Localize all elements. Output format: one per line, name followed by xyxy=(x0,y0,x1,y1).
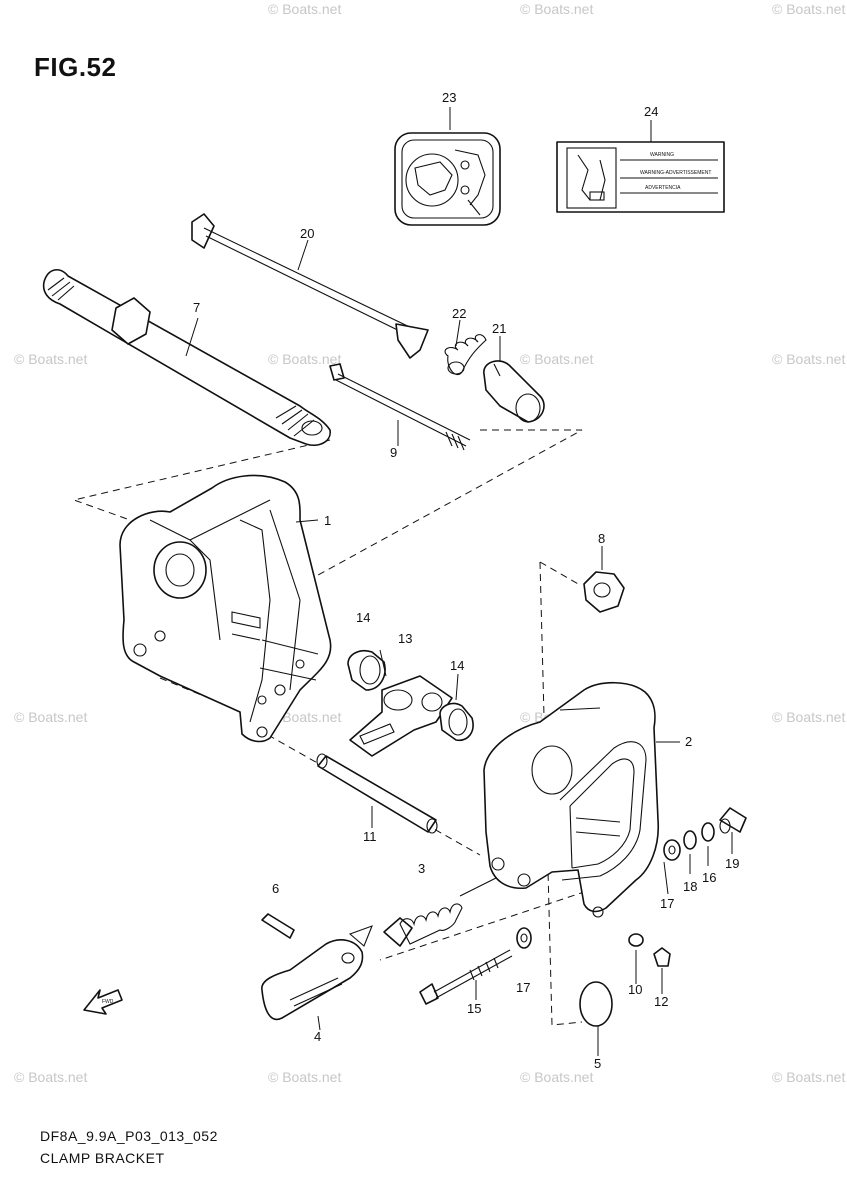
part-1-clamp-bracket-left xyxy=(119,474,332,743)
watermark: © Boats.net xyxy=(14,1069,87,1085)
part-14-bushing-lower xyxy=(439,702,474,742)
label-24-line: WARNING-ADVERTISSEMENT xyxy=(640,170,711,176)
part-4-lever xyxy=(261,925,373,1021)
part-20-rod xyxy=(191,213,429,359)
watermark: © Boats.net xyxy=(772,709,845,725)
part-10-washer xyxy=(628,933,644,947)
callout-2: 2 xyxy=(685,734,692,749)
watermark: © Boats.net xyxy=(772,1,845,17)
part-24-warning-label: WARNING WARNING-ADVERTISSEMENT ADVERTENC… xyxy=(556,141,725,213)
callout-6: 6 xyxy=(272,881,279,896)
callout-7: 7 xyxy=(193,300,200,315)
watermark: © Boats.net xyxy=(772,351,845,367)
part-16-nut xyxy=(701,822,715,842)
callout-24: 24 xyxy=(644,104,658,119)
forward-arrow-icon: FWD xyxy=(83,989,123,1015)
callout-10: 10 xyxy=(628,982,642,997)
callout-1: 1 xyxy=(324,513,331,528)
watermark: © Boats.net xyxy=(14,709,87,725)
callout-14-lower: 14 xyxy=(450,658,464,673)
callout-17-upper: 17 xyxy=(660,896,674,911)
part-2-clamp-bracket-right xyxy=(483,681,660,918)
part-19-sleeve xyxy=(719,807,747,834)
fwd-arrow-text: FWD xyxy=(102,999,114,1005)
part-22-spring xyxy=(444,334,487,376)
watermark: © Boats.net xyxy=(520,1069,593,1085)
callout-14-upper: 14 xyxy=(356,610,370,625)
part-18-washer xyxy=(683,830,697,850)
watermark: © Boats.net xyxy=(268,351,341,367)
part-3-adjust-bolt xyxy=(383,877,497,947)
part-17-washer-lower xyxy=(516,927,532,949)
watermark-layer: © Boats.net © Boats.net © Boats.net © Bo… xyxy=(14,1,845,1085)
callout-18: 18 xyxy=(683,879,697,894)
watermark: © Boats.net xyxy=(772,1069,845,1085)
part-7-shaft xyxy=(42,269,331,446)
part-23-decal xyxy=(394,132,501,226)
callout-11: 11 xyxy=(363,829,377,844)
part-8-nut xyxy=(583,571,625,613)
part-17-washer-upper xyxy=(663,839,681,861)
part-6-pin xyxy=(261,913,295,939)
watermark: © Boats.net xyxy=(14,351,87,367)
part-12-nut xyxy=(653,947,671,967)
callout-19: 19 xyxy=(725,856,739,871)
part-14-bushing-upper xyxy=(347,649,386,691)
callout-20: 20 xyxy=(300,226,314,241)
leader-lines xyxy=(185,107,733,1056)
figure-code: DF8A_9.9A_P03_013_052 xyxy=(40,1128,218,1144)
callout-17-lower: 17 xyxy=(516,980,530,995)
watermark: © Boats.net xyxy=(520,351,593,367)
callout-23: 23 xyxy=(442,90,456,105)
callout-labels: 23 24 20 7 22 21 9 1 8 14 13 14 2 11 3 1… xyxy=(193,90,739,1071)
callout-16: 16 xyxy=(702,870,716,885)
callout-12: 12 xyxy=(654,994,668,1009)
watermark: © Boats.net xyxy=(268,1,341,17)
callout-9: 9 xyxy=(390,445,397,460)
callout-15: 15 xyxy=(467,1001,481,1016)
part-21-collar xyxy=(483,360,545,423)
callout-8: 8 xyxy=(598,531,605,546)
part-15-bolt xyxy=(419,949,513,1005)
part-5-cap xyxy=(579,981,613,1027)
callout-3: 3 xyxy=(418,861,425,876)
figure-name: CLAMP BRACKET xyxy=(40,1150,165,1166)
figure-title: FIG.52 xyxy=(34,52,117,82)
part-11-tube xyxy=(316,753,438,834)
callout-22: 22 xyxy=(452,306,466,321)
callout-13: 13 xyxy=(398,631,412,646)
callout-4: 4 xyxy=(314,1029,321,1044)
label-24-line: ADVERTENCIA xyxy=(645,185,681,191)
watermark: © Boats.net xyxy=(520,1,593,17)
watermark: © Boats.net xyxy=(268,1069,341,1085)
part-9-bolt xyxy=(329,363,471,451)
callout-21: 21 xyxy=(492,321,506,336)
part-13-plate xyxy=(349,675,453,757)
callout-5: 5 xyxy=(594,1056,601,1071)
label-24-line: WARNING xyxy=(650,152,674,158)
